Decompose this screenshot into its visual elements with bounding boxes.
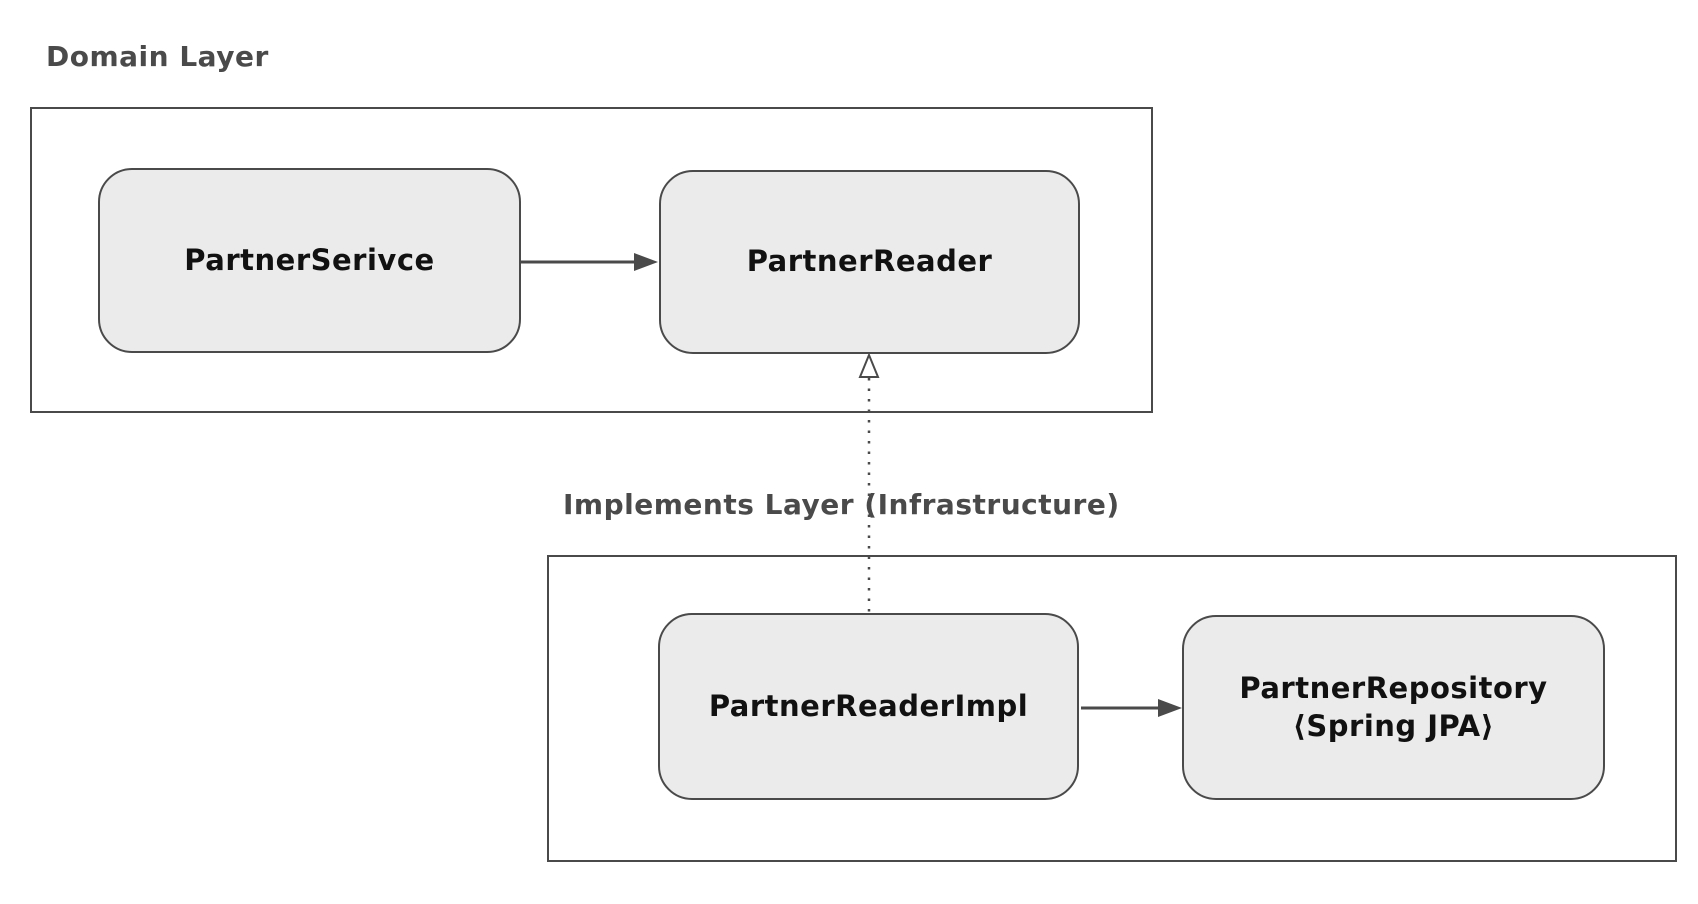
node-partner-repository-label: PartnerRepository	[1239, 670, 1548, 705]
node-partner-reader-impl-label: PartnerReaderImpl	[708, 688, 1029, 723]
node-partner-reader: PartnerReader	[659, 170, 1080, 354]
node-partner-repository-sublabel: ⟨Spring JPA⟩	[1292, 708, 1495, 743]
node-partner-reader-impl: PartnerReaderImpl	[658, 613, 1079, 800]
node-partner-repository: PartnerRepository ⟨Spring JPA⟩	[1182, 615, 1605, 800]
domain-layer-container	[30, 107, 1153, 413]
node-partner-reader-label: PartnerReader	[746, 244, 993, 279]
node-partner-service-label: PartnerSerivce	[184, 242, 435, 277]
node-partner-service: PartnerSerivce	[98, 168, 521, 353]
infrastructure-layer-container	[547, 555, 1677, 862]
domain-layer-label: Domain Layer	[46, 40, 269, 73]
infrastructure-layer-label: Implements Layer (Infrastructure)	[563, 488, 1120, 521]
